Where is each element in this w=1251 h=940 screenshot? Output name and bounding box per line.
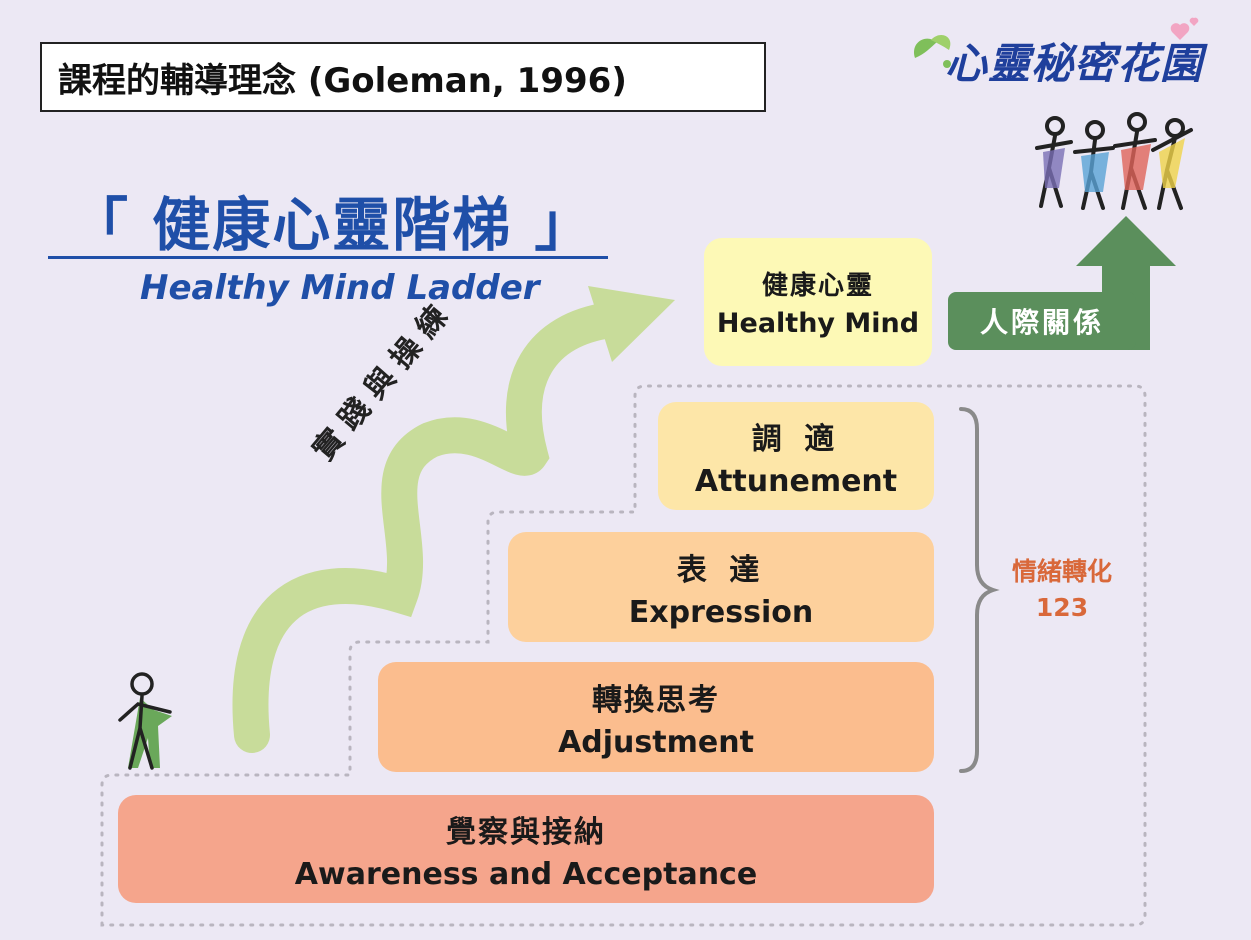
- step-expression-en: Expression: [628, 594, 814, 630]
- relationship-label: 人際關係: [979, 306, 1104, 339]
- people-group-icon: [1035, 112, 1193, 210]
- step-attunement: 調 適 Attunement: [658, 402, 934, 510]
- step-adjustment: 轉換思考 Adjustment: [378, 662, 934, 772]
- ladder-heading-chinese: 「 健康心靈階梯 」: [70, 191, 595, 259]
- ladder-heading-english: Healthy Mind Ladder: [140, 268, 540, 308]
- step-healthy-mind: 健康心靈 Healthy Mind: [704, 238, 932, 366]
- leaf-logo-icon: [914, 35, 951, 68]
- step-awareness-cn: 覺察與接納: [446, 814, 606, 850]
- step-healthy-mind-cn: 健康心靈: [761, 271, 874, 301]
- emotion-number: 123: [1035, 593, 1089, 622]
- step-adjustment-en: Adjustment: [558, 724, 754, 760]
- relationship-arrow-icon: [1076, 216, 1176, 350]
- hearts-icon: [1170, 17, 1199, 40]
- page-title: 課程的輔導理念 (Goleman, 1996): [58, 60, 627, 101]
- step-awareness-en: Awareness and Acceptance: [294, 856, 758, 892]
- heading-underline: [48, 256, 608, 259]
- step-healthy-mind-en: Healthy Mind: [716, 308, 920, 339]
- page-title-box: 課程的輔導理念 (Goleman, 1996): [40, 42, 766, 112]
- brand-logo-text: 心靈秘密花園: [945, 39, 1204, 88]
- step-awareness: 覺察與接納 Awareness and Acceptance: [118, 795, 934, 903]
- emotion-label: 情緒轉化: [1012, 557, 1113, 586]
- emotion-brace-icon: [959, 407, 1000, 773]
- walking-person-icon: [118, 672, 172, 770]
- step-attunement-cn: 調 適: [751, 421, 841, 457]
- step-expression: 表 達 Expression: [508, 532, 934, 642]
- relationship-box: 人際關係: [948, 292, 1136, 350]
- step-attunement-en: Attunement: [694, 463, 898, 499]
- step-expression-cn: 表 達: [676, 552, 766, 588]
- step-adjustment-cn: 轉換思考: [592, 682, 720, 718]
- emotion-transform-label: 情緒轉化 123: [1012, 554, 1112, 626]
